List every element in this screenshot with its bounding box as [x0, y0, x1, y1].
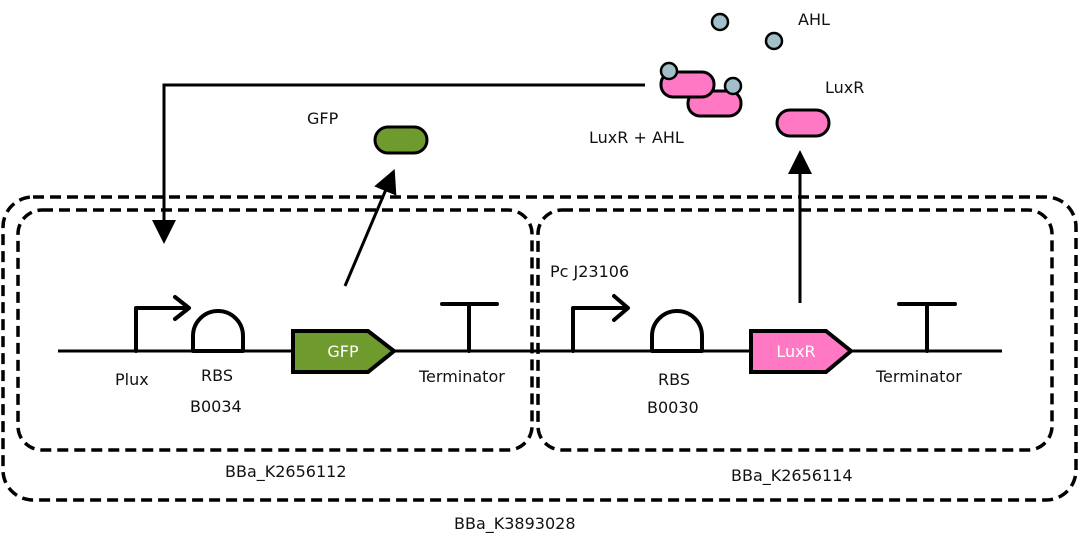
- luxr-cds-icon: [749, 329, 855, 374]
- terminator-right-icon: [897, 302, 957, 353]
- luxr-label: LuxR: [825, 78, 864, 97]
- terminator-label-left: Terminator: [418, 367, 505, 386]
- rbs-id-left: B0034: [190, 397, 242, 416]
- luxr-protein-icon: [775, 108, 831, 138]
- promoter-label-right: Pc J23106: [550, 262, 629, 281]
- promoter-j23106-icon: [571, 294, 630, 353]
- device-id-left: BBa_K2656112: [225, 462, 347, 482]
- luxr-ahl-complex-icon: [659, 61, 743, 118]
- ahl-molecule-icon: [764, 31, 784, 51]
- luxr-device-box: [536, 208, 1054, 452]
- composite-device-box: [1, 195, 1078, 502]
- activation-arrow: [152, 83, 645, 244]
- gfp-cds-icon: [291, 329, 398, 374]
- rbs-label-left: RBS: [201, 366, 233, 385]
- gfp-protein-icon: [373, 125, 429, 155]
- ahl-molecule-icon: [710, 12, 730, 32]
- luxr-cds-label: LuxR: [776, 342, 815, 361]
- ahl-label: AHL: [798, 10, 830, 29]
- rbs-label-right: RBS: [658, 370, 690, 389]
- rbs-id-right: B0030: [647, 398, 699, 417]
- gfp-device-box: [16, 208, 534, 452]
- gfp-expression-arrow: [343, 168, 397, 287]
- promoter-label-left: Plux: [115, 370, 149, 389]
- rbs-b0030-icon: [650, 309, 704, 353]
- terminator-label-right: Terminator: [875, 367, 962, 386]
- promoter-plux-icon: [134, 295, 191, 353]
- rbs-b0034-icon: [191, 309, 245, 353]
- composite-device-id: BBa_K3893028: [454, 514, 576, 534]
- device-id-right: BBa_K2656114: [731, 466, 853, 486]
- gfp-cds-label: GFP: [327, 342, 359, 361]
- terminator-left-icon: [440, 302, 499, 353]
- gfp-label: GFP: [307, 109, 339, 128]
- luxr-ahl-label: LuxR + AHL: [589, 128, 684, 147]
